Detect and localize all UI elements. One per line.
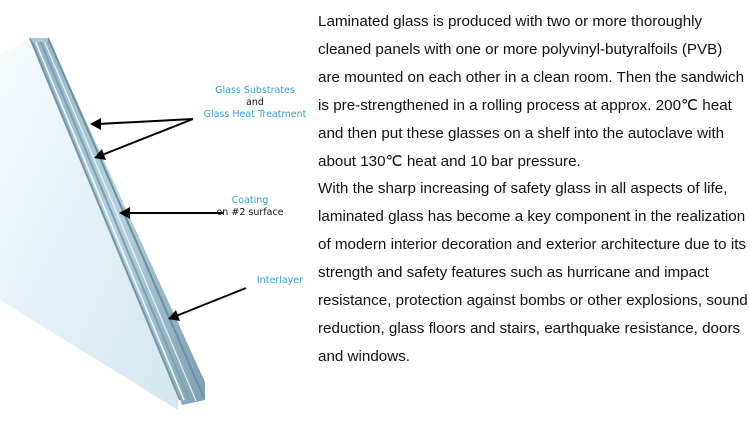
interlayer-callout: Interlayer <box>252 275 308 287</box>
applications-paragraph: With the sharp increasing of safety glas… <box>318 180 748 365</box>
callout-arrows <box>90 118 247 321</box>
laminated-glass-description: Laminated glass is produced with two or … <box>318 8 748 371</box>
interlayer-label: Interlayer <box>256 275 304 286</box>
outer-pane-line <box>29 37 181 401</box>
substrates-and-label: and <box>246 97 264 108</box>
coating-callout: Coating on #2 surface <box>208 195 292 219</box>
coating-arrowhead <box>119 207 130 219</box>
laminated-glass-diagram: Glass Substrates and Glass Heat Treatmen… <box>0 0 320 430</box>
inner-pane-line <box>47 37 205 399</box>
pane-top-edge <box>30 38 48 42</box>
coating-label: Coating <box>231 195 269 206</box>
heat-treatment-label: Glass Heat Treatment <box>203 109 307 120</box>
glass-pane-face <box>0 38 178 410</box>
middle-pane-line <box>38 37 191 402</box>
glass-cross-section-illustration <box>0 37 247 410</box>
substrates-arrow-line-2 <box>101 118 194 156</box>
interlayer-highlight-line <box>33 37 185 401</box>
coating-highlight-line <box>42 37 197 402</box>
substrates-arrowhead-1 <box>90 118 101 130</box>
production-paragraph: Laminated glass is produced with two or … <box>318 13 745 170</box>
substrates-label: Glass Substrates <box>215 85 295 96</box>
interlayer-arrow-line <box>175 287 247 317</box>
substrates-arrow-line-1 <box>97 118 194 125</box>
coating-surface-label: on #2 surface <box>216 207 284 218</box>
substrates-callout: Glass Substrates and Glass Heat Treatmen… <box>196 85 314 121</box>
substrates-arrowhead-2 <box>94 149 106 160</box>
glass-pane-edge <box>30 38 205 405</box>
interlayer-arrowhead <box>168 310 180 321</box>
